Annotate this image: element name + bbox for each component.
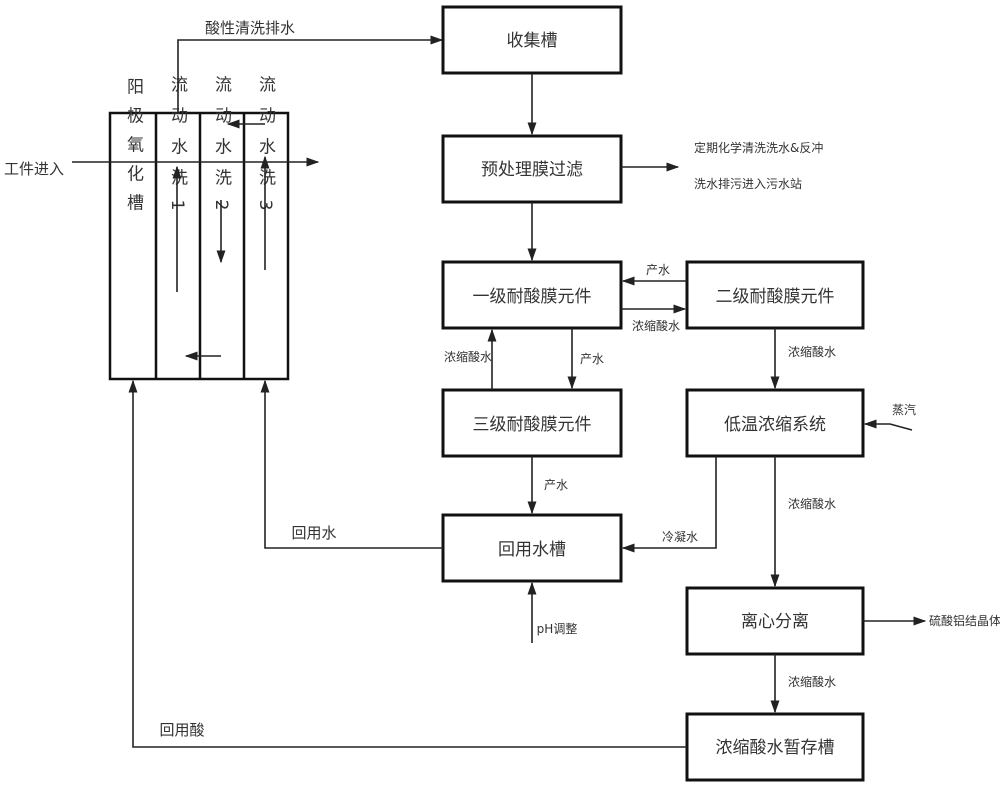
- acid-rinse-drain-label: 酸性清洗排水: [205, 19, 295, 37]
- steam-inlet-arrow: [863, 419, 913, 431]
- rinse-2-label: 流动水洗2: [211, 76, 232, 225]
- centrifuge-label: 离心分离: [741, 612, 809, 632]
- reuse-acid-return-arrow: [128, 379, 687, 748]
- condensate-label: 冷凝水: [662, 529, 698, 544]
- stage1-membrane-label: 一级耐酸膜元件: [473, 287, 592, 307]
- reuse-water-return-arrow: [260, 379, 443, 549]
- rinse-1-label: 流动水洗1: [167, 76, 188, 225]
- acid-storage-tank-label: 浓缩酸水暂存槽: [716, 738, 835, 758]
- stage3-membrane-label: 三级耐酸膜元件: [473, 415, 592, 435]
- product-water-1to3-label: 产水: [580, 352, 604, 366]
- reuse-water-tank-label: 回用水槽: [498, 540, 566, 560]
- conc-acid-1to2-label: 浓缩酸水: [632, 318, 680, 333]
- node-reuse-water-tank: 回用水槽: [441, 513, 623, 583]
- node-stage3-membrane: 三级耐酸膜元件: [441, 388, 623, 458]
- product-water-3toreuse-label: 产水: [544, 478, 568, 492]
- anodizing-line-tank: 阳极氧化槽 流动水洗1 流动水洗2 流动水洗3: [108, 76, 290, 381]
- stage2-membrane-label: 二级耐酸膜元件: [716, 287, 835, 307]
- node-prefilter: 预处理膜过滤: [441, 134, 623, 204]
- conc-acid-3to1-label: 浓缩酸水: [444, 349, 492, 364]
- workpiece-in-label: 工件进入: [4, 160, 64, 178]
- prefilter-label: 预处理膜过滤: [481, 160, 583, 180]
- rinse-3-label: 流动水洗3: [255, 76, 276, 225]
- low-temp-concentration-label: 低温浓缩系统: [724, 415, 826, 435]
- collect-tank-label: 收集槽: [507, 31, 558, 51]
- node-collect-tank: 收集槽: [441, 5, 623, 75]
- reuse-water-label: 回用水: [291, 524, 336, 542]
- node-centrifuge: 离心分离: [685, 586, 865, 656]
- node-low-temp-concentration: 低温浓缩系统: [685, 388, 865, 458]
- product-water-2to1-label: 产水: [646, 263, 670, 277]
- alum-crystal-label: 硫酸铝结晶体: [929, 613, 1000, 628]
- node-stage2-membrane: 二级耐酸膜元件: [685, 260, 865, 330]
- conc-acid-lowtocent-label: 浓缩酸水: [788, 496, 836, 511]
- condensate-arrow: [621, 456, 717, 553]
- conc-acid-2tolow-label: 浓缩酸水: [788, 344, 836, 359]
- periodic-clean-label-2: 洗水排污进入污水站: [694, 177, 802, 191]
- acid-rinse-drain-line: [177, 35, 444, 113]
- node-acid-storage-tank: 浓缩酸水暂存槽: [685, 712, 865, 782]
- anodizing-tank-label: 阳极氧化槽: [123, 77, 144, 222]
- periodic-clean-label-1: 定期化学清洗洗水&反冲: [694, 140, 823, 155]
- conc-acid-centtostore-label: 浓缩酸水: [788, 674, 836, 689]
- node-stage1-membrane: 一级耐酸膜元件: [441, 260, 623, 330]
- ph-adjust-label: pH调整: [537, 621, 578, 636]
- steam-label: 蒸汽: [892, 402, 916, 417]
- reuse-acid-label: 回用酸: [159, 721, 204, 739]
